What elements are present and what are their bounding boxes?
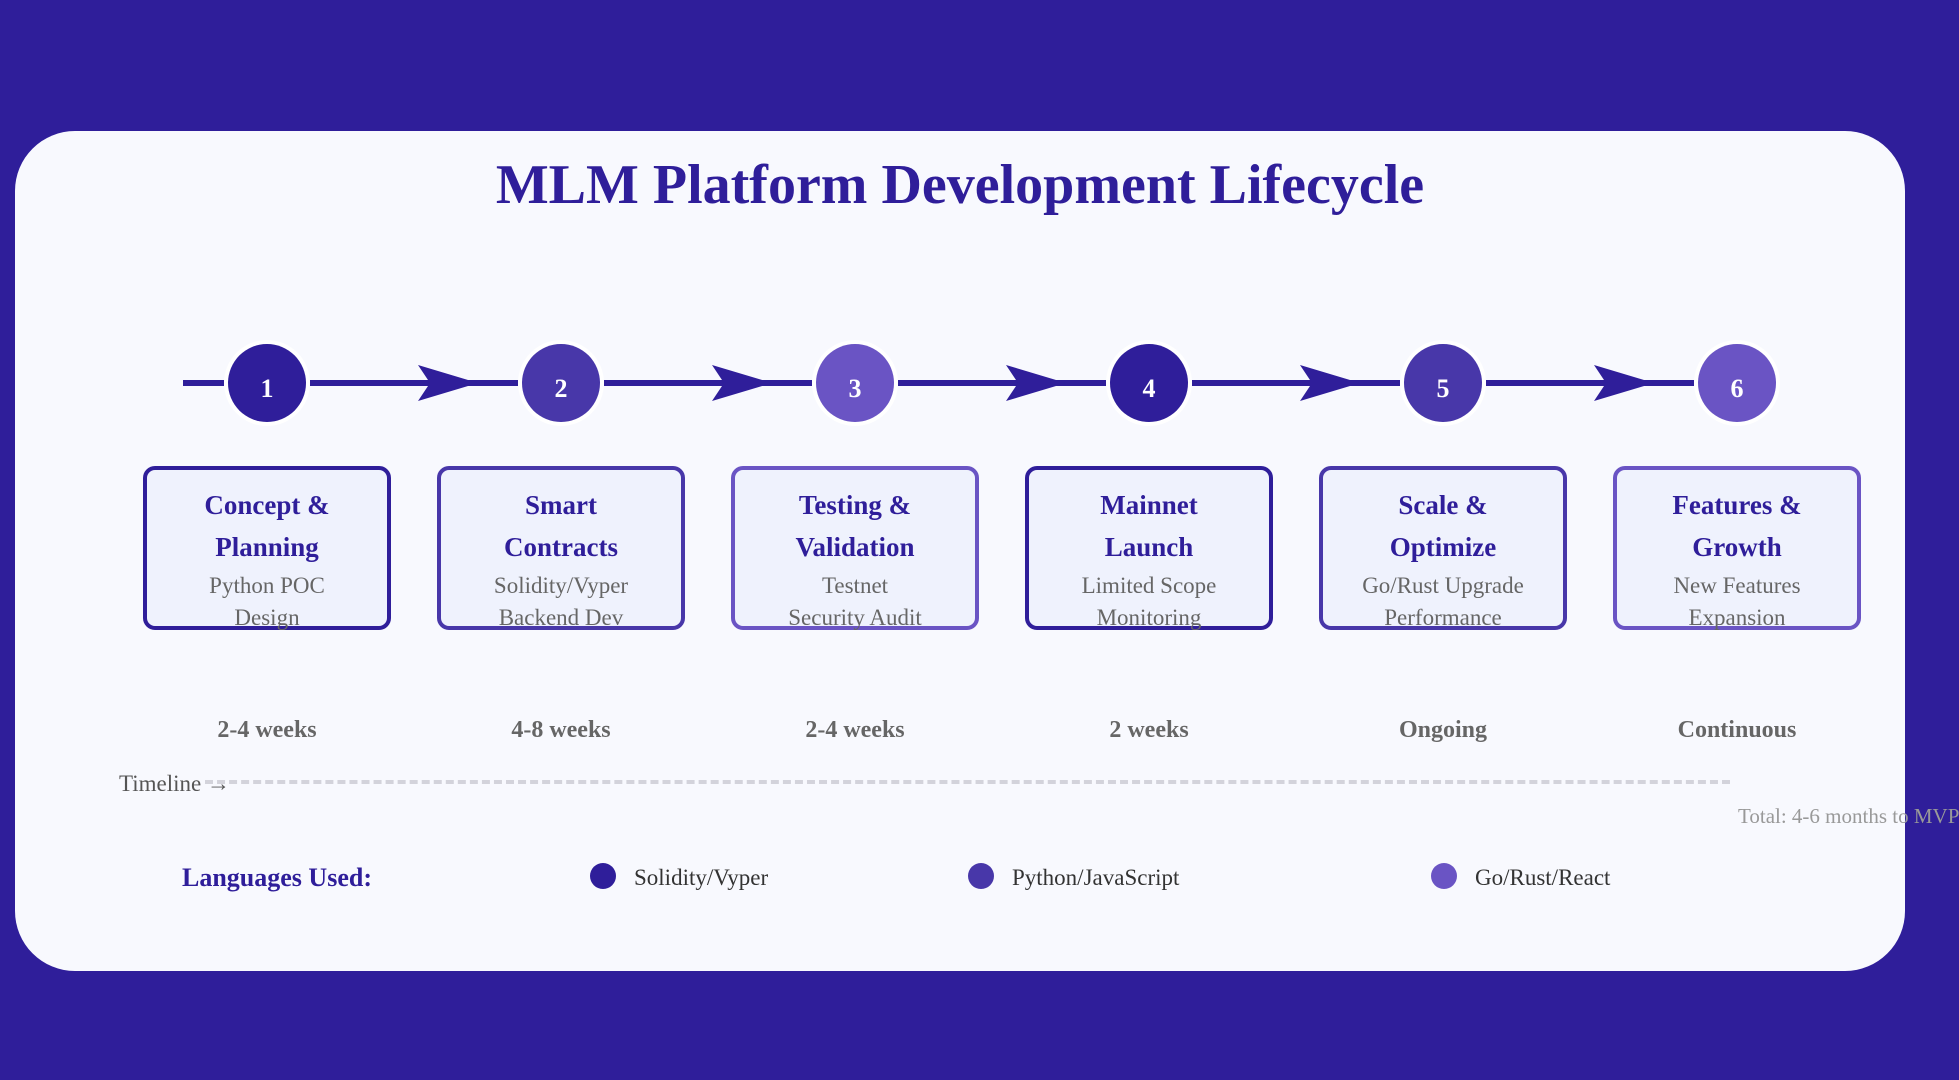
- language-label: Solidity/Vyper: [634, 865, 769, 890]
- step-description-line: Go/Rust Upgrade: [1362, 573, 1524, 598]
- language-label: Python/JavaScript: [1012, 865, 1180, 890]
- step-name-line: Launch: [1104, 532, 1194, 562]
- step-name-line: Mainnet: [1100, 490, 1198, 520]
- page-title: MLM Platform Development Lifecycle: [495, 154, 1425, 216]
- step-number: 4: [1143, 374, 1156, 403]
- arrow-head: [418, 365, 478, 401]
- language-legend-item: Go/Rust/React: [1431, 863, 1610, 893]
- step-number: 3: [849, 374, 862, 403]
- arrow-head: [1006, 365, 1066, 401]
- step-description-line: New Features: [1673, 573, 1801, 598]
- step-description-line: Monitoring: [1096, 605, 1202, 630]
- step-duration: 4-8 weeks: [511, 717, 611, 743]
- step-name-line: Contracts: [504, 532, 618, 562]
- step-name: Concept & Planning: [147, 484, 387, 568]
- step-circle-1: [228, 344, 306, 422]
- step-name: Scale & Optimize: [1323, 484, 1563, 568]
- language-color-dot-icon: [968, 863, 994, 889]
- language-color-dot-icon: [1431, 863, 1457, 889]
- language-legend-item: Python/JavaScript: [968, 863, 1179, 893]
- timeline-total: Total: 4-6 months to MVP: [1738, 804, 1959, 828]
- step-description-line: Limited Scope: [1081, 573, 1217, 598]
- step-description-line: Python POC: [209, 573, 325, 598]
- step-description-line: Security Audit: [788, 605, 922, 630]
- step-description-line: Performance: [1384, 605, 1502, 630]
- step-circle-5: [1404, 344, 1482, 422]
- language-color-dot-icon: [590, 863, 616, 889]
- step-number: 6: [1731, 374, 1744, 403]
- step-name-line: Concept &: [204, 490, 330, 520]
- step-circle-3: [816, 344, 894, 422]
- step-circle-2: [522, 344, 600, 422]
- languages-title: Languages Used:: [182, 863, 372, 892]
- language-legend-item: Solidity/Vyper: [590, 863, 768, 893]
- step-duration: 2 weeks: [1109, 717, 1189, 743]
- step-name-line: Growth: [1692, 532, 1782, 562]
- step-name: Testing & Validation: [735, 484, 975, 568]
- step-duration: 2-4 weeks: [217, 717, 317, 743]
- step-description-line: Solidity/Vyper: [493, 573, 629, 598]
- step-description-line: Design: [234, 605, 300, 630]
- step-description: Python POC Design: [147, 570, 387, 634]
- step-name-line: Features &: [1672, 490, 1802, 520]
- step-name-line: Optimize: [1389, 532, 1497, 562]
- step-description-line: Backend Dev: [498, 605, 624, 630]
- step-name: Features & Growth: [1617, 484, 1857, 568]
- lifecycle-card: MLM Platform Development Lifecycle 1 2 3 4 5…: [15, 131, 1959, 971]
- step-number: 2: [555, 374, 568, 403]
- step-name-line: Testing &: [798, 490, 912, 520]
- step-description-line: Expansion: [1688, 605, 1786, 630]
- step-number: 1: [261, 374, 274, 403]
- step-circle-6: [1698, 344, 1776, 422]
- step-duration: 2-4 weeks: [805, 717, 905, 743]
- step-duration: Continuous: [1677, 717, 1797, 743]
- arrow-head: [1594, 365, 1654, 401]
- step-duration: Ongoing: [1398, 717, 1488, 743]
- lifecycle-flow: 1 2 3 4 5 6: [183, 340, 1780, 426]
- step-circle-4: [1110, 344, 1188, 422]
- language-label: Go/Rust/React: [1475, 865, 1611, 890]
- step-name-line: Scale &: [1398, 490, 1488, 520]
- step-name-line: Validation: [795, 532, 915, 562]
- step-number: 5: [1437, 374, 1450, 403]
- step-name-line: Planning: [215, 532, 319, 562]
- timeline-label: Timeline →: [119, 771, 230, 796]
- arrow-head: [712, 365, 772, 401]
- step-description-line: Testnet: [821, 573, 889, 598]
- step-name-line: Smart: [525, 490, 597, 520]
- arrow-head: [1300, 365, 1360, 401]
- timeline-line: [205, 780, 1730, 784]
